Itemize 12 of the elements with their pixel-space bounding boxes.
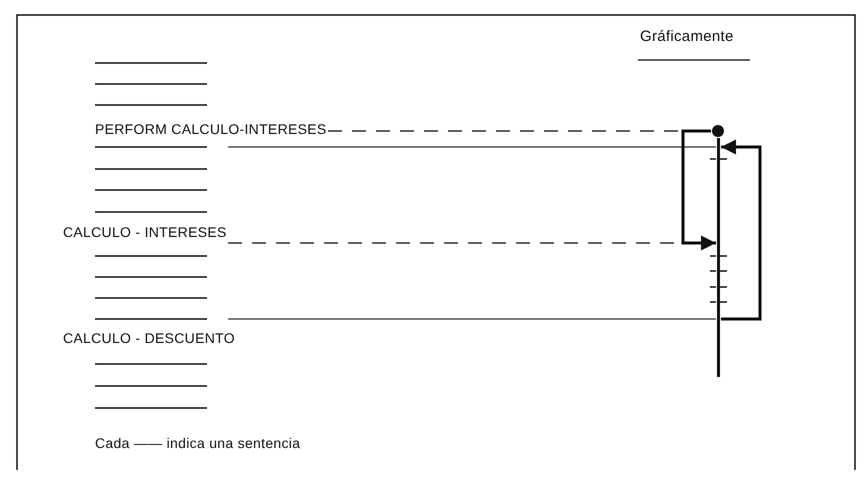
call-point-dot (712, 125, 724, 137)
legend-note: Cada —— indica una sentencia (95, 434, 300, 452)
connector-line (228, 318, 716, 320)
connector-line (228, 146, 716, 148)
paragraph-name: CALCULO - INTERESES (63, 223, 227, 241)
title: Gráficamente (640, 28, 734, 46)
paragraph-name: CALCULO - DESCUENTO (63, 329, 235, 347)
flow-arrow (682, 130, 716, 250)
flow-line (716, 138, 720, 377)
leader-line (228, 242, 716, 244)
flow-arrow (721, 140, 762, 320)
perform-statement: PERFORM CALCULO-INTERESES (95, 120, 327, 138)
